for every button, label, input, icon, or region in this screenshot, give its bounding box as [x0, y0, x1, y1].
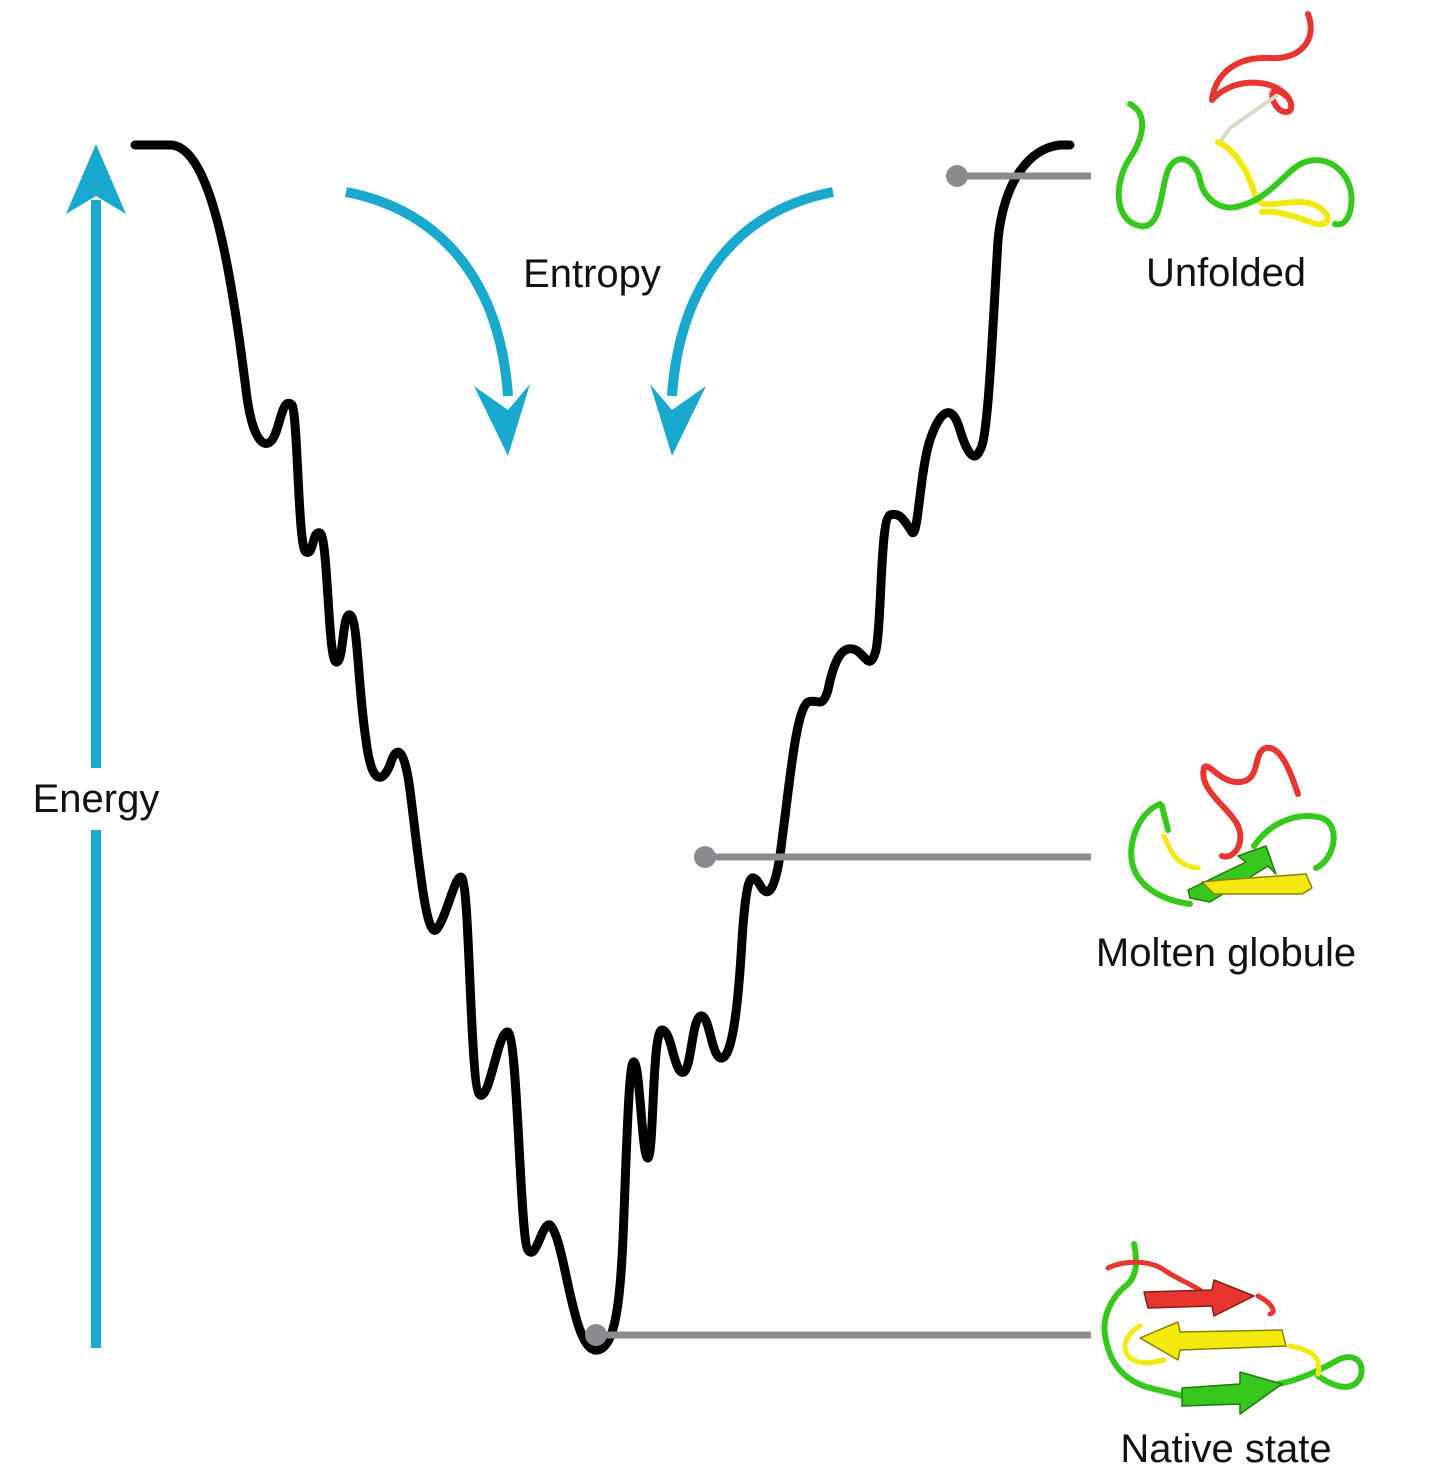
entropy-label: Entropy	[523, 252, 661, 296]
energy-landscape-curve	[130, 140, 1075, 1355]
entropy-left-arrow-icon	[345, 187, 530, 456]
unfolded-label: Unfolded	[1146, 251, 1306, 295]
native-state-protein-icon	[1101, 1241, 1365, 1415]
native-state-connector	[585, 1324, 1091, 1346]
molten-globule-protein-icon	[1128, 744, 1337, 907]
molten-globule-connector	[694, 846, 1091, 868]
energy-arrow-icon	[66, 144, 126, 1348]
unfolded-connector	[946, 165, 1091, 187]
native-state-label: Native state	[1120, 1427, 1331, 1471]
entropy-right-arrow-icon	[650, 187, 834, 456]
unfolded-protein-icon	[1115, 11, 1355, 230]
energy-label-bg	[20, 768, 170, 830]
energy-label: Energy	[33, 777, 160, 821]
molten-globule-label: Molten globule	[1096, 931, 1356, 975]
